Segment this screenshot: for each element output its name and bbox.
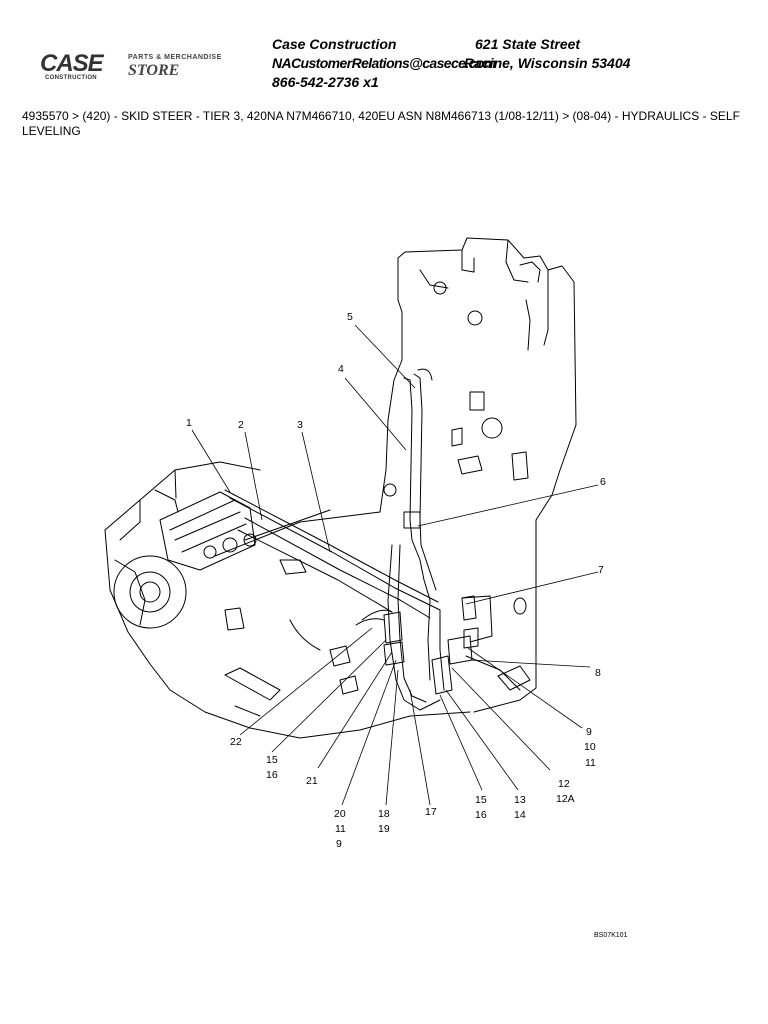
breadcrumb: 4935570 > (420) - SKID STEER - TIER 3, 4… <box>22 109 740 138</box>
callout-10: 10 <box>584 741 596 753</box>
case-logo-word: CASE <box>40 50 104 77</box>
diagram-linework <box>104 237 577 739</box>
callout-1: 1 <box>186 417 192 429</box>
callout-22: 22 <box>230 736 242 748</box>
city-state-zip: Racine, Wisconsin 53404 <box>464 55 631 71</box>
case-logo: CASE CONSTRUCTION <box>40 52 112 82</box>
callout-14: 14 <box>514 809 526 821</box>
contact-email[interactable]: NACustomerRelations@casece.com <box>272 55 496 71</box>
callout-16-left: 16 <box>266 769 278 781</box>
callout-9-lower: 9 <box>336 838 342 850</box>
callout-15-left: 15 <box>266 754 278 766</box>
callout-7: 7 <box>598 564 604 576</box>
case-logo-subtitle: CONSTRUCTION <box>45 75 97 81</box>
store-logo: PARTS & MERCHANDISE STORE <box>128 54 248 79</box>
callout-6: 6 <box>600 476 606 488</box>
callout-21: 21 <box>306 775 318 787</box>
callout-13: 13 <box>514 794 526 806</box>
callout-9: 9 <box>586 726 592 738</box>
callout-2: 2 <box>238 419 244 431</box>
company-name: Case Construction <box>272 36 397 52</box>
leader-lines <box>191 324 599 806</box>
callout-17: 17 <box>425 806 437 818</box>
callout-20: 20 <box>334 808 346 820</box>
street-address: 621 State Street <box>475 36 581 52</box>
callout-12: 12 <box>558 778 570 790</box>
store-logo-line1: PARTS & MERCHANDISE <box>128 54 222 61</box>
callout-4: 4 <box>338 363 344 375</box>
callout-11: 11 <box>585 757 596 769</box>
callout-labels: 1 2 3 4 5 6 7 8 9 10 11 12 12A 13 14 15 … <box>186 311 606 850</box>
callout-8: 8 <box>595 667 601 679</box>
callout-3: 3 <box>297 419 303 431</box>
callout-11-lower: 11 <box>335 823 346 835</box>
phone-number: 866-542-2736 x1 <box>272 74 379 90</box>
store-logo-line2: STORE <box>128 62 180 79</box>
callout-16-right: 16 <box>475 809 487 821</box>
callout-19: 19 <box>378 823 390 835</box>
figure-id: BS07K101 <box>594 932 628 939</box>
callout-5: 5 <box>347 311 353 323</box>
callout-18: 18 <box>378 808 390 820</box>
callout-12a: 12A <box>556 793 575 805</box>
callout-15-right: 15 <box>475 794 487 806</box>
